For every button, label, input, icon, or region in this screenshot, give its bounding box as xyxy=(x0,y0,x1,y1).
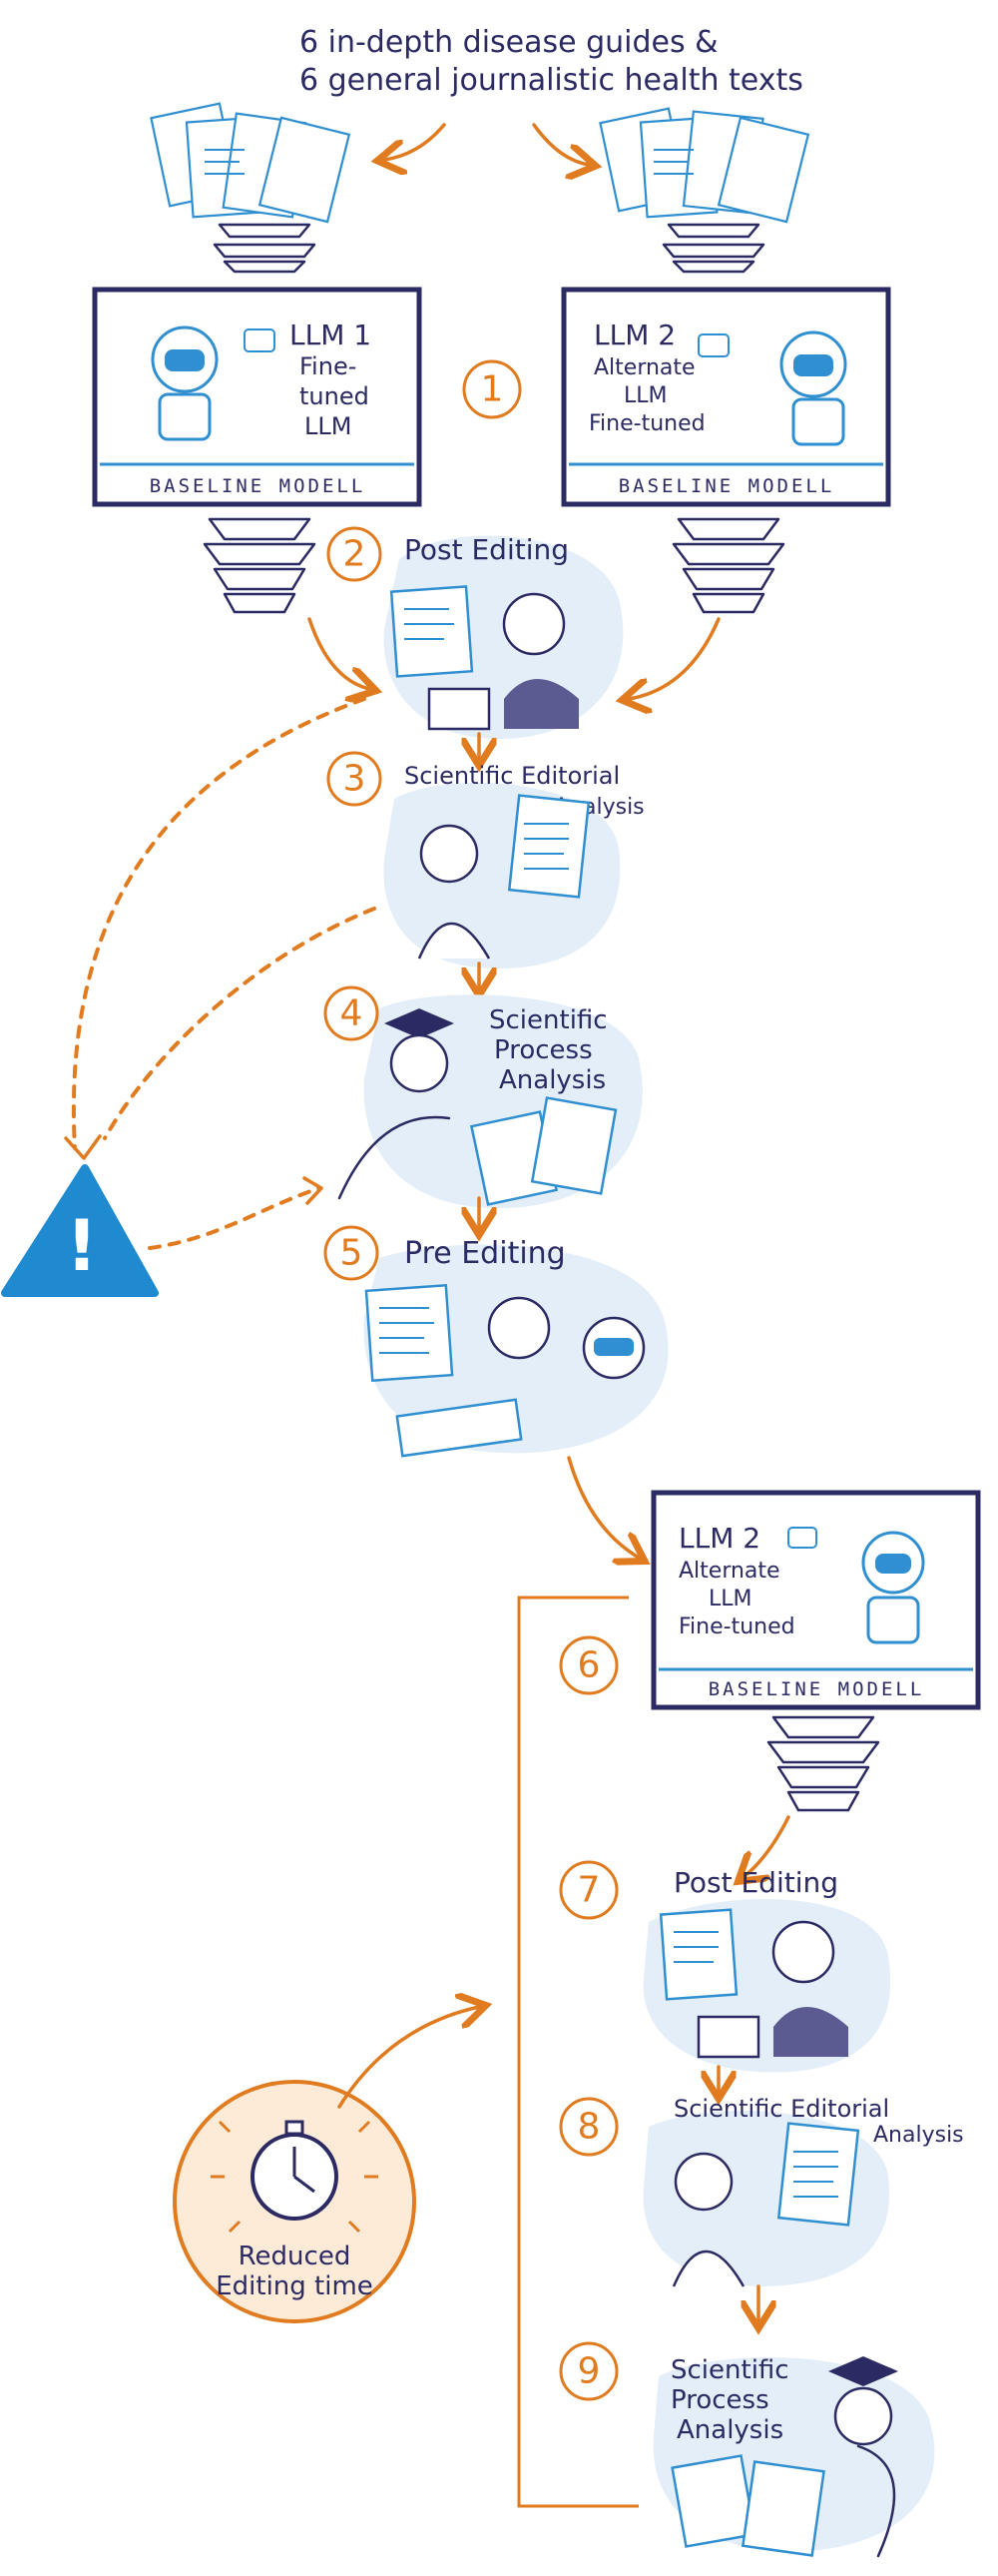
step-1-badge: 1 xyxy=(462,359,522,419)
dashed-arrowhead-1 xyxy=(64,1134,102,1160)
step-2-badge: 2 xyxy=(326,526,382,582)
llm1-line-2: Fine- xyxy=(299,352,356,380)
llm2-bottom-footer: BASELINE MODELL xyxy=(709,1678,925,1700)
callout-line-1: Reduced xyxy=(239,2242,351,2271)
graduate-icon xyxy=(671,2356,898,2558)
llm2-top-line-4: Fine-tuned xyxy=(589,411,706,436)
doctor-icon xyxy=(417,794,591,960)
step-9-badge: 9 xyxy=(559,2341,619,2401)
llm2-bottom-line-2: Alternate xyxy=(679,1559,780,1584)
llm1-line-1: LLM 1 xyxy=(289,319,371,351)
header-line-1: 6 in-depth disease guides & xyxy=(299,25,719,60)
dashed-arrow-warning-to-process xyxy=(148,1186,321,1250)
spring-llm1-icon xyxy=(203,517,316,614)
step-4-label-2: Process xyxy=(494,1035,593,1065)
reduced-editing-time-callout: Reduced Editing time xyxy=(173,2080,416,2323)
llm1-line-3: tuned xyxy=(299,382,369,410)
svg-text:4: 4 xyxy=(340,993,363,1034)
bracket-line xyxy=(517,1596,639,2508)
doctor-icon xyxy=(672,2122,860,2287)
step-7-label: Post Editing xyxy=(674,1866,838,1899)
llm2-bottom-line-3: LLM xyxy=(709,1587,752,1611)
arrow-callout-to-bracket xyxy=(337,2007,479,2109)
svg-text:6: 6 xyxy=(578,1645,601,1686)
step-3-badge: 3 xyxy=(326,751,382,807)
llm2-top-line-2: Alternate xyxy=(594,355,696,380)
robot-icon xyxy=(698,330,847,446)
llm2-bottom-line-1: LLM 2 xyxy=(679,1522,760,1555)
step-9-label-2: Process xyxy=(671,2385,769,2415)
stopwatch-icon xyxy=(211,2120,378,2234)
svg-text:3: 3 xyxy=(343,759,366,800)
dashed-arrow-post-edit-to-warning xyxy=(71,697,366,1150)
header-line-2: 6 general journalistic health texts xyxy=(299,63,803,98)
step-5-badge: 5 xyxy=(323,1225,379,1281)
arrow-step5-to-llm2 xyxy=(567,1456,639,1558)
llm1-line-4: LLM xyxy=(304,412,351,440)
step-7-badge: 7 xyxy=(559,1860,619,1920)
editor-woman-icon xyxy=(659,1908,848,2059)
llm2-top-line-1: LLM 2 xyxy=(594,319,676,351)
robot-icon xyxy=(151,325,275,441)
editor-woman-icon xyxy=(389,585,579,731)
dashed-arrow-editorial-to-warning xyxy=(103,907,376,1140)
spring-top-left-icon xyxy=(213,223,316,274)
step-3-label: Scientific Editorial xyxy=(404,762,620,790)
step-4-badge: 4 xyxy=(323,985,379,1041)
dashed-arrowhead-2 xyxy=(302,1176,323,1205)
spring-llm2-icon xyxy=(672,517,785,614)
step-8-badge: 8 xyxy=(559,2097,619,2157)
step-2-label: Post Editing xyxy=(404,533,569,566)
document-stack-right-icon xyxy=(599,107,810,224)
step-8-label-2: Analysis xyxy=(873,2123,964,2148)
step-9-label: Scientific xyxy=(671,2355,789,2385)
arrow-llm2-to-step7 xyxy=(744,1815,790,1877)
monitor-llm2-top: LLM 2 Alternate LLM Fine-tuned BASELINE … xyxy=(561,287,891,507)
robot-icon xyxy=(787,1527,925,1644)
human-robot-collaboration-icon xyxy=(364,1283,646,1458)
llm2-top-line-3: LLM xyxy=(624,383,668,408)
warning-icon: ! xyxy=(1,1164,159,1297)
svg-text:7: 7 xyxy=(578,1870,601,1911)
step-8-label: Scientific Editorial xyxy=(674,2095,889,2123)
spring-llm2-bottom-icon xyxy=(766,1715,880,1812)
arrow-llm1-to-post-edit xyxy=(307,617,369,689)
callout-line-2: Editing time xyxy=(216,2271,373,2301)
monitor-llm2-bottom: LLM 2 Alternate LLM Fine-tuned BASELINE … xyxy=(651,1490,981,1710)
arrow-to-left-docs xyxy=(384,123,446,160)
step-4-label-3: Analysis xyxy=(499,1065,606,1095)
svg-text:!: ! xyxy=(66,1205,98,1287)
svg-text:9: 9 xyxy=(578,2351,601,2392)
svg-text:1: 1 xyxy=(481,369,504,410)
llm1-footer: BASELINE MODELL xyxy=(150,475,366,497)
llm2-bottom-line-4: Fine-tuned xyxy=(679,1614,795,1639)
arrow-llm2-to-post-edit xyxy=(629,617,721,699)
svg-text:8: 8 xyxy=(578,2107,601,2148)
step-9-label-3: Analysis xyxy=(677,2415,783,2445)
spring-top-right-icon xyxy=(662,223,765,274)
step-5-label: Pre Editing xyxy=(404,1236,566,1271)
svg-text:2: 2 xyxy=(343,534,366,575)
document-stack-left-icon xyxy=(150,102,351,224)
monitor-llm1: LLM 1 Fine- tuned LLM BASELINE MODELL xyxy=(92,287,422,507)
llm2-top-footer: BASELINE MODELL xyxy=(619,475,835,497)
step-6-badge: 6 xyxy=(559,1635,619,1695)
svg-text:5: 5 xyxy=(340,1233,363,1274)
arrow-to-right-docs xyxy=(532,123,589,165)
graduate-icon xyxy=(337,1008,618,1206)
step-4-label: Scientific xyxy=(489,1005,608,1035)
